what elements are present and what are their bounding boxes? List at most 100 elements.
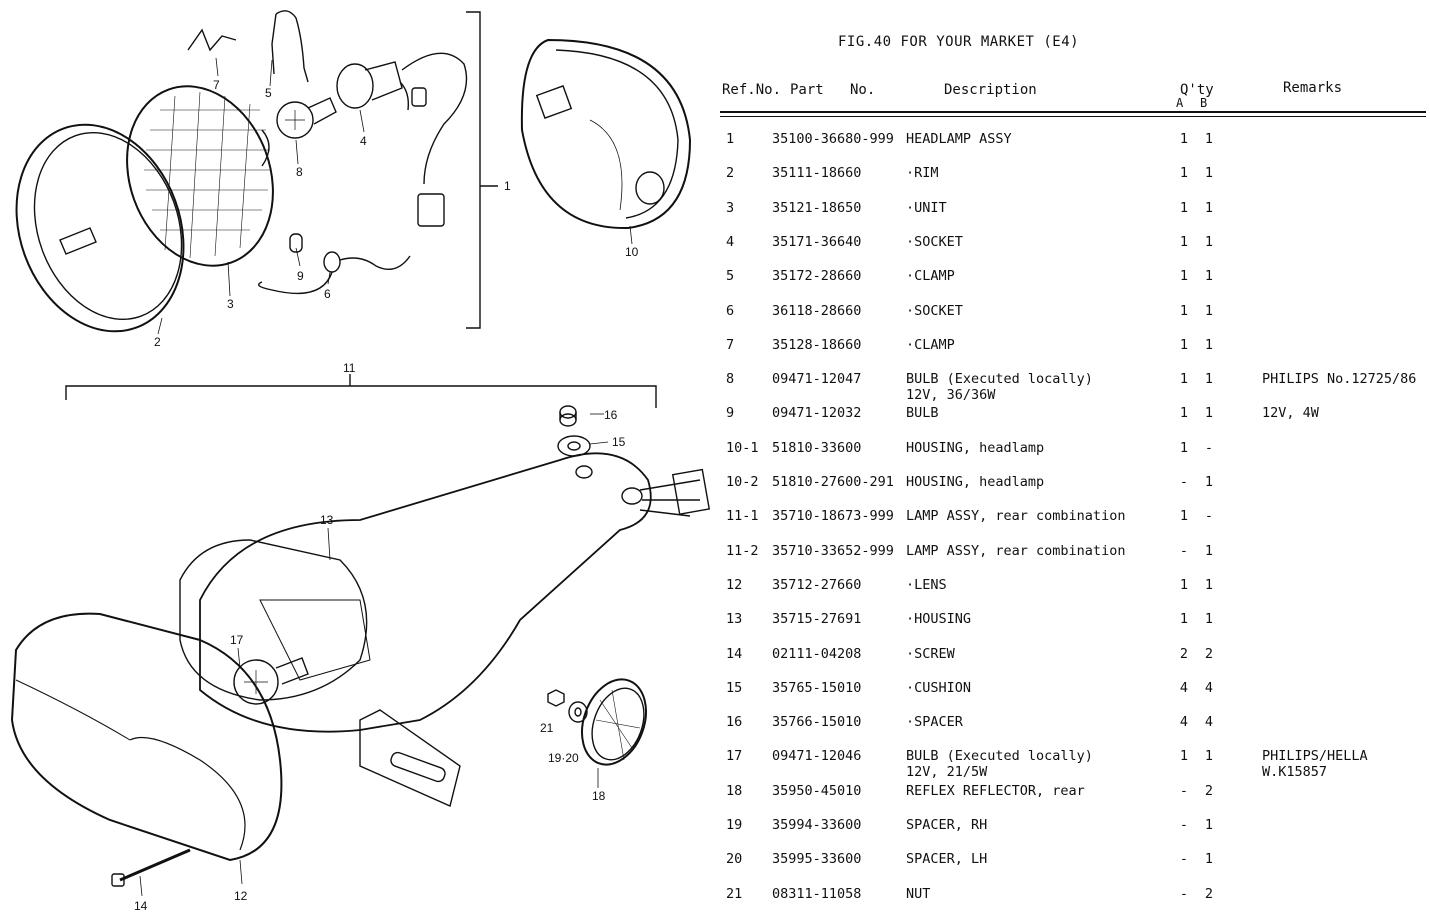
callout-9: 9: [297, 269, 304, 283]
qty-b-cell: 1: [1204, 851, 1214, 867]
qty-b-cell: 2: [1204, 783, 1214, 799]
description-cell: ·RIM: [906, 165, 939, 181]
callout-7: 7: [213, 78, 220, 92]
description-detail-cell: 12V, 21/5W: [906, 764, 988, 780]
description-cell: ·SCREW: [906, 646, 955, 662]
qty-b-cell: 1: [1204, 371, 1214, 387]
qty-a-cell: 1: [1179, 748, 1189, 764]
qty-a-cell: 1: [1179, 268, 1189, 284]
qty-a-cell: 1: [1179, 577, 1189, 593]
ref-cell: 5: [726, 268, 735, 284]
callout-8: 8: [296, 165, 303, 179]
qty-b-cell: 1: [1204, 748, 1214, 764]
callout-13: 13: [320, 513, 334, 527]
description-cell: HOUSING, headlamp: [906, 440, 1045, 456]
ref-cell: 14: [726, 646, 743, 662]
description-cell: BULB: [906, 405, 939, 421]
rear-lamp-assy-bracket: [65, 374, 657, 408]
clamp-wires: [187, 10, 309, 83]
col-ref-header: Ref.No.: [722, 82, 782, 98]
description-cell: REFLEX REFLECTOR, rear: [906, 783, 1085, 799]
figure-title: FIG.40 FOR YOUR MARKET (E4): [838, 34, 1080, 50]
qty-a-cell: 1: [1179, 508, 1189, 524]
ref-cell: 20: [726, 851, 743, 867]
col-qty-a-header: A: [1176, 96, 1184, 110]
part-no-cell: 09471-12047: [772, 371, 862, 387]
callout-1: 1: [504, 179, 511, 193]
description-detail-cell: 12V, 36/36W: [906, 387, 996, 403]
qty-b-cell: 1: [1204, 543, 1214, 559]
col-remarks-header: Remarks: [1283, 80, 1343, 96]
callout-12: 12: [234, 889, 248, 903]
qty-a-cell: 2: [1179, 646, 1189, 662]
ref-cell: 4: [726, 234, 735, 250]
headlamp-housing: [520, 38, 692, 230]
qty-b-cell: -: [1204, 440, 1214, 456]
qty-b-cell: 1: [1204, 611, 1214, 627]
description-cell: LAMP ASSY, rear combination: [906, 543, 1126, 559]
part-no-cell: 35994-33600: [772, 817, 862, 833]
part-no-cell: 35766-15010: [772, 714, 862, 730]
ref-cell: 11-1: [726, 508, 759, 524]
qty-a-cell: 1: [1179, 131, 1189, 147]
qty-a-cell: -: [1179, 817, 1189, 833]
col-desc-header: Description: [944, 82, 1037, 98]
qty-a-cell: 1: [1179, 611, 1189, 627]
header-rule-thin: [720, 116, 1426, 117]
ref-cell: 12: [726, 577, 743, 593]
ref-cell: 1: [726, 131, 735, 147]
pilot-socket: [258, 233, 411, 295]
qty-b-cell: 2: [1204, 646, 1214, 662]
rear-lamp-base: [179, 452, 710, 807]
part-no-cell: 35172-28660: [772, 268, 862, 284]
ref-cell: 16: [726, 714, 743, 730]
qty-b-cell: 1: [1204, 165, 1214, 181]
callout-17: 17: [230, 633, 244, 647]
lens-screw: [111, 848, 191, 887]
reflex-reflector: [547, 678, 647, 766]
ref-cell: 19: [726, 817, 743, 833]
ref-cell: 9: [726, 405, 735, 421]
part-no-cell: 35121-18650: [772, 200, 862, 216]
tail-bulb: [233, 657, 309, 705]
description-cell: SPACER, RH: [906, 817, 988, 833]
headlamp-assy-bracket: [466, 11, 498, 329]
qty-a-cell: 1: [1179, 371, 1189, 387]
qty-a-cell: -: [1179, 474, 1189, 490]
qty-b-cell: 1: [1204, 234, 1214, 250]
description-cell: BULB (Executed locally): [906, 371, 1093, 387]
description-cell: ·CUSHION: [906, 680, 972, 696]
headlamp-unit: [126, 85, 274, 267]
ref-cell: 8: [726, 371, 735, 387]
exploded-parts-diagram: 7 5 4 8 1 10 9 6 3 2 11 16 15 13 17 21 1…: [10, 10, 710, 913]
qty-a-cell: -: [1179, 851, 1189, 867]
qty-b-cell: 1: [1204, 337, 1214, 353]
part-no-cell: 02111-04208: [772, 646, 862, 662]
part-no-cell: 09471-12046: [772, 748, 862, 764]
cushion-spacer: [557, 405, 591, 457]
description-cell: ·HOUSING: [906, 611, 972, 627]
qty-a-cell: 1: [1179, 405, 1189, 421]
part-no-cell: 35128-18660: [772, 337, 862, 353]
description-cell: NUT: [906, 886, 931, 902]
callout-19-20: 19·20: [548, 751, 579, 765]
ref-cell: 17: [726, 748, 743, 764]
callout-10: 10: [625, 245, 639, 259]
part-no-cell: 35111-18660: [772, 165, 862, 181]
